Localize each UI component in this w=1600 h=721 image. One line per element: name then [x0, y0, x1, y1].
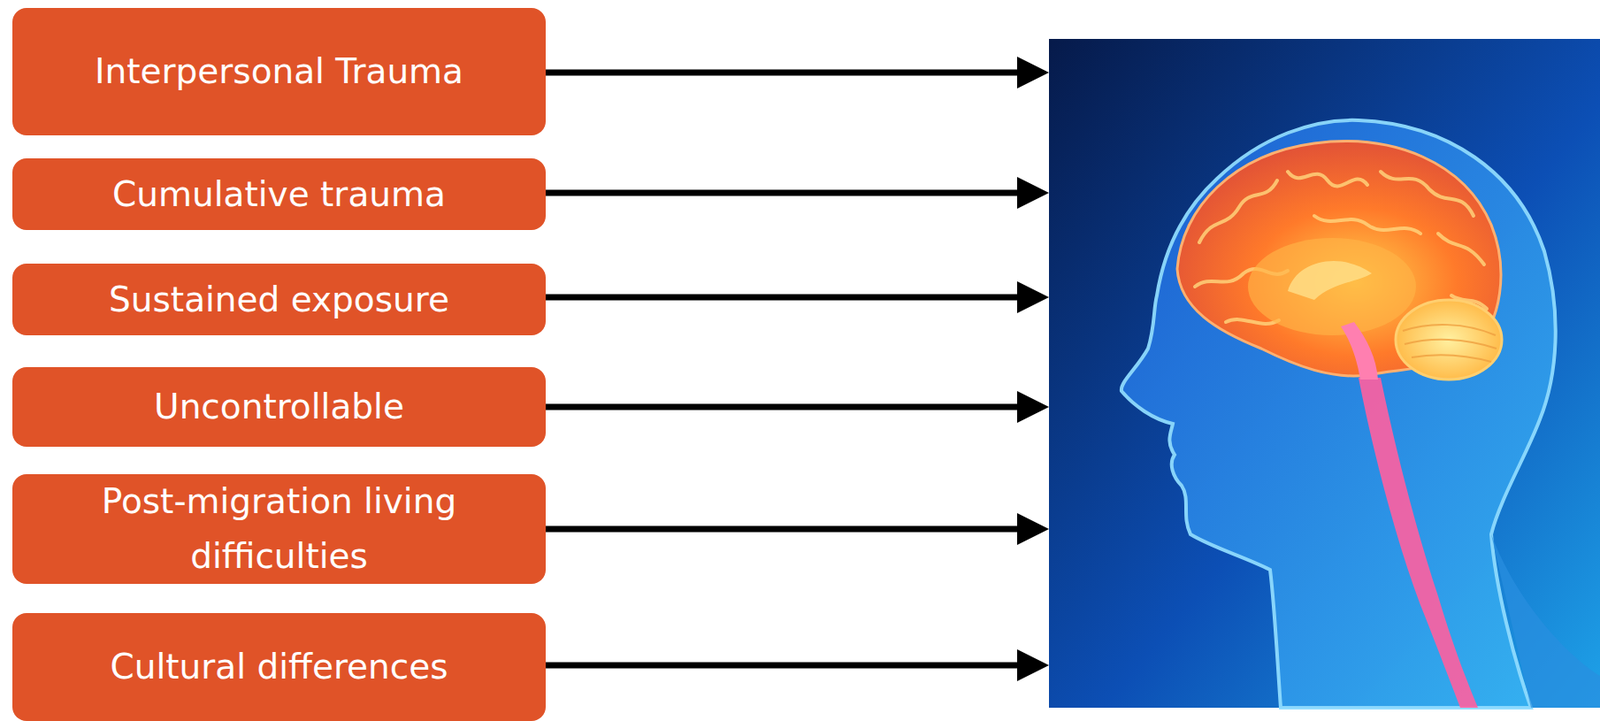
spinal-cord — [1358, 377, 1478, 708]
arrow-head — [1017, 390, 1049, 423]
box-label: Cumulative trauma — [112, 167, 446, 223]
leader-arrow — [545, 404, 1019, 411]
factor-box: Interpersonal Trauma — [12, 7, 546, 136]
box-text-group: Interpersonal Trauma — [94, 44, 464, 100]
arrow-head — [1017, 281, 1049, 314]
factor-box: Cultural differences — [12, 612, 546, 721]
arrows — [545, 56, 1049, 682]
box-text-group: Post-migration living difficulties — [30, 474, 529, 584]
box-label: Sustained exposure — [108, 272, 450, 328]
arrow-head — [1017, 649, 1049, 682]
illustration-background — [1048, 38, 1600, 708]
head-silhouette — [1121, 120, 1556, 708]
leader-arrow — [545, 526, 1019, 533]
box-label: Uncontrollable — [153, 379, 405, 435]
box-text-group: Uncontrollable — [153, 379, 405, 435]
inner-brain — [1247, 237, 1417, 336]
box-label: Cultural differences — [109, 639, 448, 695]
cerebrum — [1177, 141, 1501, 376]
factor-box: Cumulative trauma — [12, 158, 546, 230]
leader-arrow — [545, 294, 1019, 301]
box-label: Interpersonal Trauma — [94, 44, 464, 100]
leader-arrow — [545, 662, 1019, 669]
cerebellum-folds — [1402, 324, 1497, 362]
shoulder — [1491, 534, 1600, 708]
corpus-callosum — [1287, 260, 1372, 300]
arrow-head — [1017, 512, 1049, 545]
cerebellum — [1395, 299, 1502, 380]
leader-arrow — [545, 69, 1019, 77]
arrow-head — [1017, 56, 1049, 89]
factor-box: Uncontrollable — [12, 367, 546, 447]
brain-illustration — [1048, 38, 1600, 708]
leader-arrow — [545, 190, 1019, 197]
box-label: Post-migration living difficulties — [30, 474, 529, 584]
box-text-group: Cultural differences — [109, 639, 448, 695]
factor-box: Sustained exposure — [12, 263, 546, 336]
factor-box: Post-migration living difficulties — [12, 474, 546, 584]
brain-stem — [1340, 321, 1378, 380]
arrow-head — [1017, 176, 1049, 209]
box-text-group: Cumulative trauma — [112, 167, 446, 223]
box-text-group: Sustained exposure — [108, 272, 450, 328]
